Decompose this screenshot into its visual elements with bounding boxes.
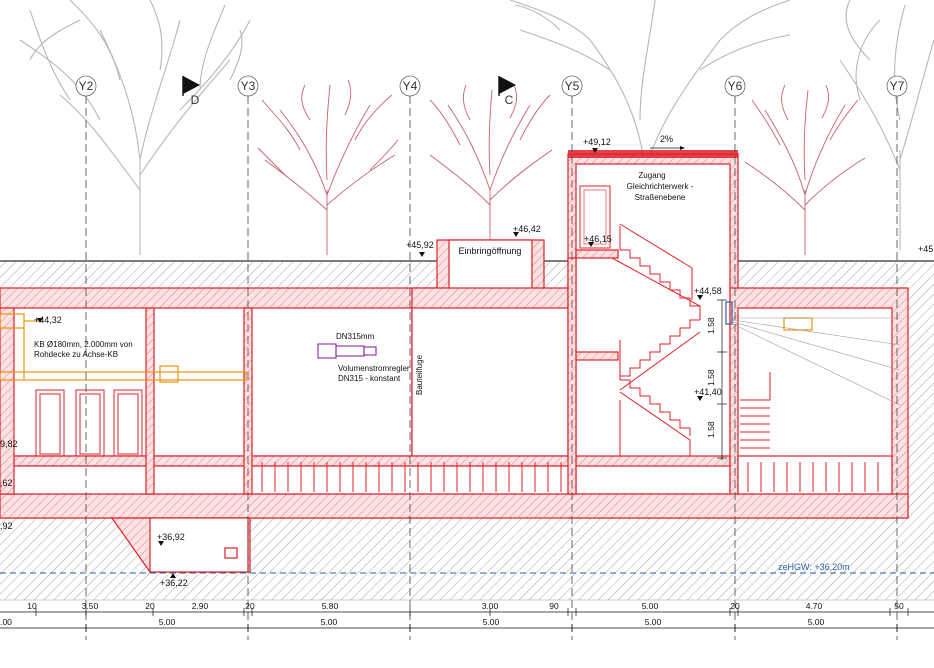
label-kb-2: Rohdecke zu Achse-KB xyxy=(34,350,118,359)
svg-text:5.00: 5.00 xyxy=(642,601,659,611)
dimension-chain xyxy=(0,608,934,632)
axis-y2-label: Y2 xyxy=(79,79,94,93)
svg-text:C: C xyxy=(505,93,514,107)
label-bauteilfuge: Bauteilfuge xyxy=(415,354,424,395)
svg-text:D: D xyxy=(191,93,200,107)
dimension-values-row1: 10 3.50 20 2.90 20 5.80 3.00 90 5.00 20 … xyxy=(27,601,904,611)
label-kb-1: KB Ø180mm, 2.000mm von xyxy=(34,340,133,349)
axis-y6-label: Y6 xyxy=(728,79,743,93)
elevation-pit-36-22: +36,22 xyxy=(160,578,188,588)
svg-text:20: 20 xyxy=(730,601,740,611)
grid-lines xyxy=(85,96,898,640)
label-zugang-1: Zugang xyxy=(638,171,665,180)
vent-unit xyxy=(317,343,377,359)
label-volumenstromregler-2: DN315 - konstant xyxy=(338,374,401,383)
svg-text:.00: .00 xyxy=(0,617,12,627)
stair-dim-2: 1.58 xyxy=(706,369,716,386)
stair-dim-3: 1.58 xyxy=(706,421,716,438)
svg-text:20: 20 xyxy=(145,601,155,611)
label-zugang-2: Gleichrichterwerk - xyxy=(627,182,694,191)
svg-text:4.70: 4.70 xyxy=(806,601,823,611)
elevation-44-58: +44,58 xyxy=(694,286,722,296)
axis-y4-label: Y4 xyxy=(403,79,418,93)
duct-blue xyxy=(725,301,733,325)
section-marker-c: C xyxy=(498,76,516,107)
svg-text:5.00: 5.00 xyxy=(645,617,662,627)
svg-text:20: 20 xyxy=(245,601,255,611)
svg-text:3.00: 3.00 xyxy=(482,601,499,611)
tree-pink-2 xyxy=(429,84,553,240)
building-structure xyxy=(0,153,909,573)
stair-roof xyxy=(568,150,738,158)
label-volumenstromregler-1: Volumenstromregler xyxy=(338,364,410,373)
groundwater-label: zeHGW: +36,20m xyxy=(778,562,850,572)
svg-text:50: 50 xyxy=(894,601,904,611)
axis-y5-label: Y5 xyxy=(565,79,580,93)
elevation-pit-36-92: +36,92 xyxy=(157,532,185,542)
axis-y7-label: Y7 xyxy=(890,79,905,93)
elevation-ground-y4: +45,92 xyxy=(406,240,434,250)
arcade-left xyxy=(261,462,562,492)
elevation-left-92: ,92 xyxy=(0,521,13,531)
elevation-triangles xyxy=(37,148,703,578)
tree-pink-3 xyxy=(744,84,866,255)
stair-height-dimensions xyxy=(717,299,727,460)
upper-door xyxy=(579,185,611,249)
tree-pink-1 xyxy=(257,79,399,255)
svg-text:2%: 2% xyxy=(660,134,673,144)
elevation-opening: +46,42 xyxy=(513,224,541,234)
label-einbringoeffnung: Einbringöffnung xyxy=(459,246,522,256)
svg-text:90: 90 xyxy=(549,601,559,611)
stair-dim-1: 1.58 xyxy=(706,317,716,334)
svg-text:3.50: 3.50 xyxy=(82,601,99,611)
dimension-values-row2: .00 5.00 5.00 5.00 5.00 5.00 xyxy=(0,617,824,627)
elevation-left-62: ,62 xyxy=(0,478,13,488)
elevation-44-32: +44,32 xyxy=(34,315,62,325)
grid-bubbles xyxy=(75,75,908,97)
section-marker-d: D xyxy=(182,76,200,107)
tree-grey-center xyxy=(509,0,791,171)
svg-text:10: 10 xyxy=(27,601,37,611)
svg-text:5.00: 5.00 xyxy=(483,617,500,627)
label-dn315: DN315mm xyxy=(336,332,375,341)
double-doors xyxy=(35,389,143,457)
roof-slope: 2% xyxy=(650,134,685,150)
elevation-roof: +49,12 xyxy=(583,137,611,147)
tree-grey-left xyxy=(19,0,251,255)
elevation-ground-right: +45 xyxy=(918,244,933,254)
stair-flights xyxy=(611,223,771,456)
svg-text:5.80: 5.80 xyxy=(322,601,339,611)
label-zugang-3: Straßenebene xyxy=(635,193,686,202)
arcade-right xyxy=(747,462,879,492)
elevation-left-82: 9,82 xyxy=(0,439,18,449)
svg-text:5.00: 5.00 xyxy=(159,617,176,627)
axis-y3-label: Y3 xyxy=(241,79,256,93)
svg-text:5.00: 5.00 xyxy=(321,617,338,627)
svg-text:2.90: 2.90 xyxy=(192,601,209,611)
svg-text:5.00: 5.00 xyxy=(808,617,825,627)
tree-grey-right xyxy=(839,0,934,250)
elevation-landing-upper: +46,15 xyxy=(584,234,612,244)
elevation-41-40: +41,40 xyxy=(694,387,722,397)
